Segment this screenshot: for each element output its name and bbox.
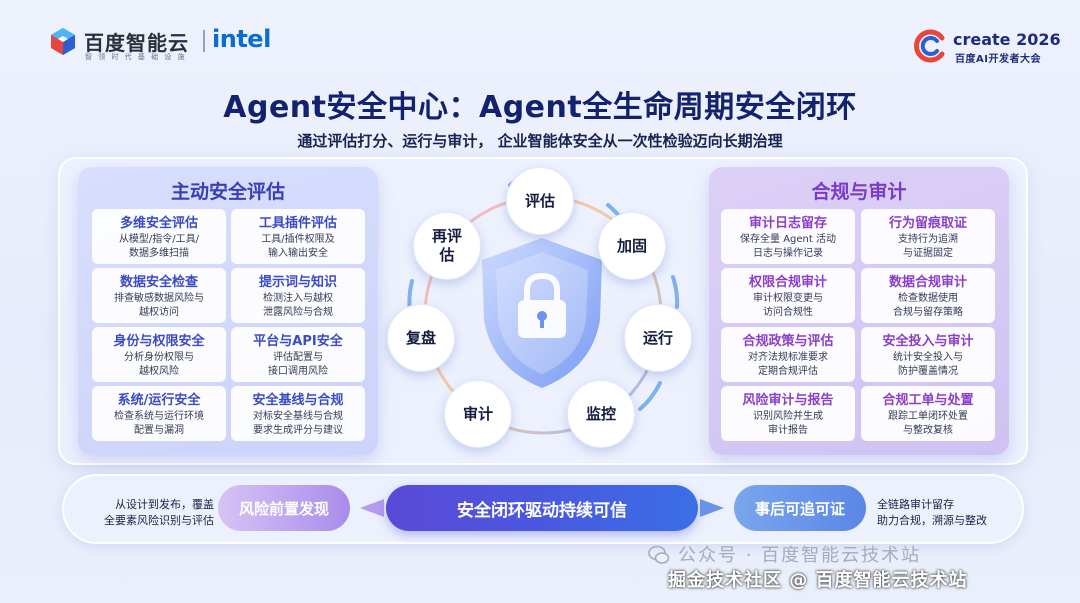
card-compliance-policy: 合规政策与评估 对齐法规标准要求 定期合规评估	[721, 327, 855, 382]
card-security-investment: 安全投入与审计 统计安全投入与 防护覆盖情况	[861, 327, 995, 382]
card-prompt-knowledge: 提示词与知识 检测注入与越权 泄露风险与合规	[231, 268, 365, 323]
create-2026-subtitle: 百度AI开发者大会	[955, 54, 1041, 65]
watermark-official-account: 公众号 · 百度智能云技术站	[678, 545, 922, 566]
watermark-juejin: 掘金技术社区 @ 百度智能云技术站	[668, 570, 968, 591]
traceable-after-event-pill: 事后可追可证	[734, 485, 866, 531]
cycle-node-audit: 审计	[444, 380, 512, 448]
closed-loop-trust-pill: 安全闭环驱动持续可信	[386, 485, 698, 531]
arrow-left-icon	[360, 499, 384, 517]
cycle-node-assess: 评估	[506, 167, 574, 235]
compliance-audit-panel: 合规与审计 审计日志留存 保存全量 Agent 活动 日志与操作记录 行为留痕取…	[709, 167, 1009, 455]
cycle-node-harden: 加固	[598, 212, 666, 280]
card-platform-api: 平台与API安全 评估配置与 接口调用风险	[231, 327, 365, 382]
card-data-security-check: 数据安全检查 排查敏感数据风险与 越权访问	[92, 268, 226, 323]
card-tool-plugin-assessment: 工具插件评估 工具/插件权限及 输入输出安全	[231, 209, 365, 264]
card-risk-audit-report: 风险审计与报告 识别风险并生成 审计报告	[721, 386, 855, 441]
card-multi-dimension-assessment: 多维安全评估 从模型/指令/工具/ 数据多维扫描	[92, 209, 226, 264]
arrow-right-icon	[700, 499, 724, 517]
logo-divider	[203, 30, 205, 52]
bottom-left-text: 从设计到发布，覆盖 全要素风险识别与评估	[104, 498, 214, 527]
active-assessment-panel: 主动安全评估 多维安全评估 从模型/指令/工具/ 数据多维扫描 工具插件评估 工…	[78, 167, 378, 455]
card-system-runtime: 系统/运行安全 检查系统与运行环境 配置与漏洞	[92, 386, 226, 441]
panel-title: 合规与审计	[811, 181, 907, 203]
bottom-right-text: 全链路审计留存 助力合规，溯源与整改	[877, 498, 987, 527]
baidu-cloud-name: 百度智能云	[84, 31, 189, 55]
card-identity-permission: 身份与权限安全 分析身份权限与 越权风险	[92, 327, 226, 382]
card-permission-audit: 权限合规审计 审计权限变更与 访问合规性	[721, 268, 855, 323]
cycle-node-run: 运行	[624, 304, 692, 372]
cycle-node-monitor: 监控	[567, 380, 635, 448]
shield-lock-icon	[482, 238, 602, 388]
baidu-cloud-logo-icon	[51, 28, 75, 55]
intel-logo: intel	[212, 25, 271, 53]
page-title: Agent安全中心：Agent全生命周期安全闭环	[223, 90, 857, 125]
wechat-icon	[648, 545, 670, 564]
baidu-cloud-tagline: 智 领 时 代 基 础 设 施	[85, 53, 187, 61]
card-data-compliance-audit: 数据合规审计 检查数据使用 合规与留存策略	[861, 268, 995, 323]
card-compliance-ticket: 合规工单与处置 跟踪工单闭环处置 与整改复核	[861, 386, 995, 441]
card-baseline-compliance: 安全基线与合规 对标安全基线与合规 要求生成评分与建议	[231, 386, 365, 441]
cycle-node-review: 复盘	[387, 304, 455, 372]
card-audit-log-retention: 审计日志留存 保存全量 Agent 活动 日志与操作记录	[721, 209, 855, 264]
cycle-node-reassess: 再评 估	[413, 212, 481, 280]
risk-early-detection-pill: 风险前置发现	[218, 485, 350, 531]
card-behavior-evidence: 行为留痕取证 支持行为追溯 与证据固定	[861, 209, 995, 264]
create-logo-icon	[914, 29, 945, 63]
panel-title: 主动安全评估	[170, 181, 285, 203]
page-subtitle: 通过评估打分、运行与审计， 企业智能体安全从一次性检验迈向长期治理	[297, 132, 783, 150]
create-2026-title: create 2026	[953, 30, 1061, 49]
